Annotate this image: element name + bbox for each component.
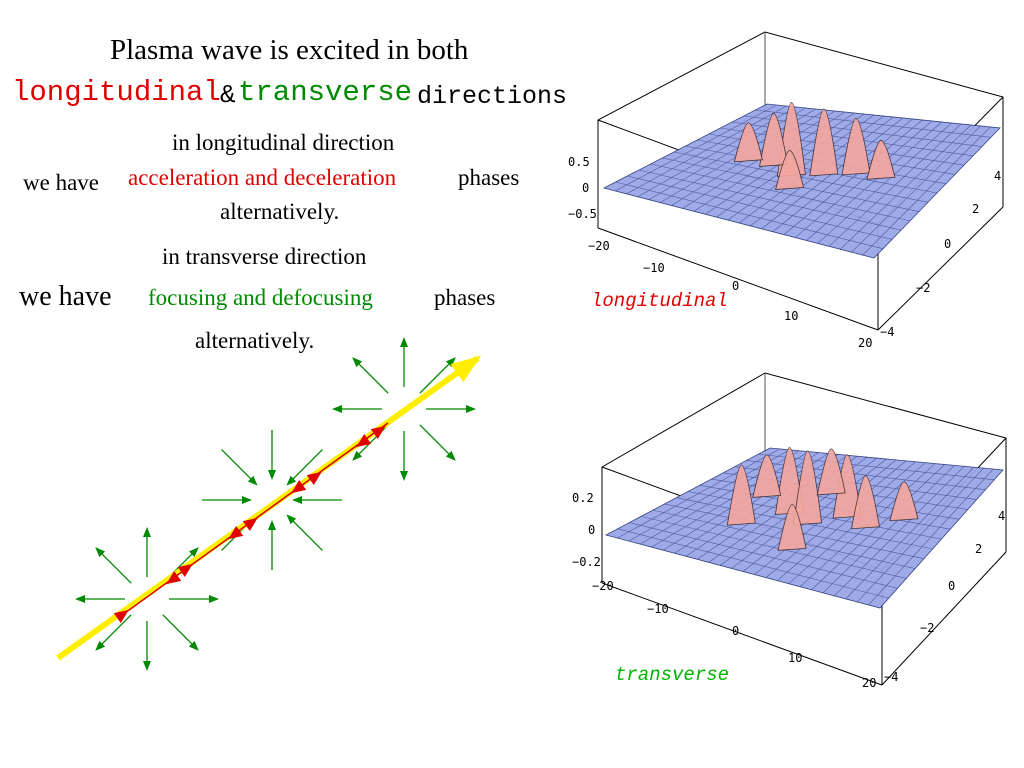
top-y-tick: 4 bbox=[994, 169, 1001, 183]
top-z-tick: 0 bbox=[582, 181, 589, 195]
bottom-z-tick: −0.2 bbox=[572, 555, 601, 569]
top-x-tick: −10 bbox=[643, 261, 665, 275]
phase-marker bbox=[370, 425, 386, 439]
bottom-y-tick: −4 bbox=[884, 670, 898, 684]
field-arrow bbox=[95, 614, 132, 651]
top-x-tick: 0 bbox=[732, 279, 739, 293]
field-arrow bbox=[95, 547, 132, 584]
bottom-y-tick: 4 bbox=[998, 509, 1005, 523]
phase-marker bbox=[291, 480, 307, 494]
wave-peak bbox=[816, 448, 846, 496]
field-arrow bbox=[419, 424, 456, 461]
focusing-defocusing-text: focusing and defocusing bbox=[148, 285, 373, 310]
top-x-tick: −20 bbox=[588, 239, 610, 253]
phase-marker bbox=[228, 526, 244, 540]
wave-peak bbox=[809, 108, 839, 177]
wave-peak bbox=[759, 113, 788, 167]
top-x-tick: 10 bbox=[784, 309, 798, 323]
top-z-tick: −0.5 bbox=[568, 207, 597, 221]
top-y-tick: −2 bbox=[916, 281, 930, 295]
longitudinal-alternatively: alternatively. bbox=[220, 199, 340, 224]
slide-title: Plasma wave is excited in both bbox=[110, 34, 469, 66]
bottom-x-tick: 10 bbox=[788, 651, 802, 665]
transverse-we-have: we have bbox=[19, 281, 112, 312]
phase-marker bbox=[113, 609, 129, 623]
title-ampersand: & bbox=[220, 80, 236, 110]
field-arrow bbox=[286, 514, 323, 551]
wave-peak bbox=[726, 464, 756, 526]
top-x-tick: 20 bbox=[858, 336, 872, 350]
phase-marker bbox=[166, 571, 182, 585]
plot-label-longitudinal: longitudinal bbox=[591, 290, 728, 312]
bottom-y-tick: 0 bbox=[948, 579, 955, 593]
longitudinal-we-have: we have bbox=[23, 170, 99, 195]
wave-peak bbox=[889, 481, 919, 522]
field-arrow bbox=[352, 357, 389, 394]
wave-peak bbox=[733, 122, 763, 163]
longitudinal-phases: phases bbox=[458, 165, 520, 190]
title-longitudinal: longitudinal bbox=[12, 76, 221, 109]
wave-peak bbox=[775, 150, 805, 190]
beam-axis-arrow bbox=[56, 355, 482, 661]
transverse-phases: phases bbox=[434, 285, 496, 310]
phase-marker bbox=[242, 517, 258, 531]
bottom-x-tick: 0 bbox=[732, 624, 739, 638]
bottom-z-tick: 0 bbox=[588, 523, 595, 537]
field-arrow bbox=[419, 357, 456, 394]
bottom-x-tick: −20 bbox=[592, 579, 614, 593]
field-arrows bbox=[75, 337, 476, 671]
top-z-tick: 0.5 bbox=[568, 155, 590, 169]
wave-peak bbox=[752, 454, 782, 498]
wave-peak bbox=[793, 450, 823, 526]
bottom-x-tick: 20 bbox=[862, 676, 876, 690]
bottom-y-tick: −2 bbox=[920, 621, 934, 635]
phase-marker bbox=[177, 563, 193, 577]
top-y-tick: 2 bbox=[972, 202, 979, 216]
title-transverse: transverse bbox=[238, 76, 413, 109]
acceleration-markers bbox=[113, 425, 386, 623]
phase-marker bbox=[306, 471, 322, 485]
bottom-y-tick: 2 bbox=[975, 542, 982, 556]
transverse-direction-text: in transverse direction bbox=[162, 244, 367, 269]
transverse-alternatively: alternatively. bbox=[195, 328, 315, 353]
acceleration-deceleration-text: acceleration and deceleration bbox=[128, 165, 397, 190]
wave-peak bbox=[866, 139, 896, 180]
phase-marker bbox=[356, 434, 372, 448]
top-y-tick: −4 bbox=[880, 325, 894, 339]
wave-peak bbox=[777, 503, 807, 551]
field-arrow bbox=[286, 449, 323, 486]
field-arrow bbox=[162, 614, 199, 651]
plot-label-transverse: transverse bbox=[615, 664, 730, 686]
longitudinal-direction-text: in longitudinal direction bbox=[172, 130, 395, 155]
field-arrow bbox=[221, 449, 258, 486]
bottom-x-tick: −10 bbox=[647, 602, 669, 616]
top-y-tick: 0 bbox=[944, 237, 951, 251]
title-directions: directions bbox=[417, 82, 568, 111]
wave-peak bbox=[850, 475, 880, 530]
wave-peak bbox=[841, 117, 871, 176]
bottom-z-tick: 0.2 bbox=[572, 491, 594, 505]
